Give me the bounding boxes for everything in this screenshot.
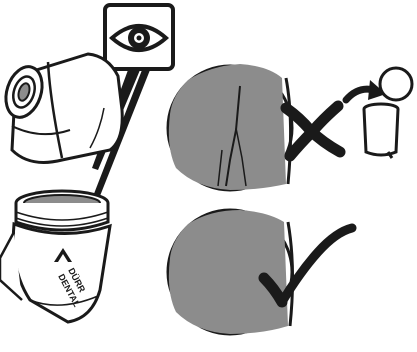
waste-bin-icon bbox=[362, 66, 414, 159]
damaged-filter-closeup bbox=[166, 64, 294, 192]
intact-filter-closeup bbox=[166, 208, 295, 336]
check-icon bbox=[258, 223, 357, 308]
cross-icon bbox=[280, 100, 346, 162]
eye-icon bbox=[103, 3, 175, 71]
dispose-arrow bbox=[342, 80, 386, 104]
handpiece-device bbox=[4, 52, 124, 164]
filter-container bbox=[0, 189, 112, 324]
